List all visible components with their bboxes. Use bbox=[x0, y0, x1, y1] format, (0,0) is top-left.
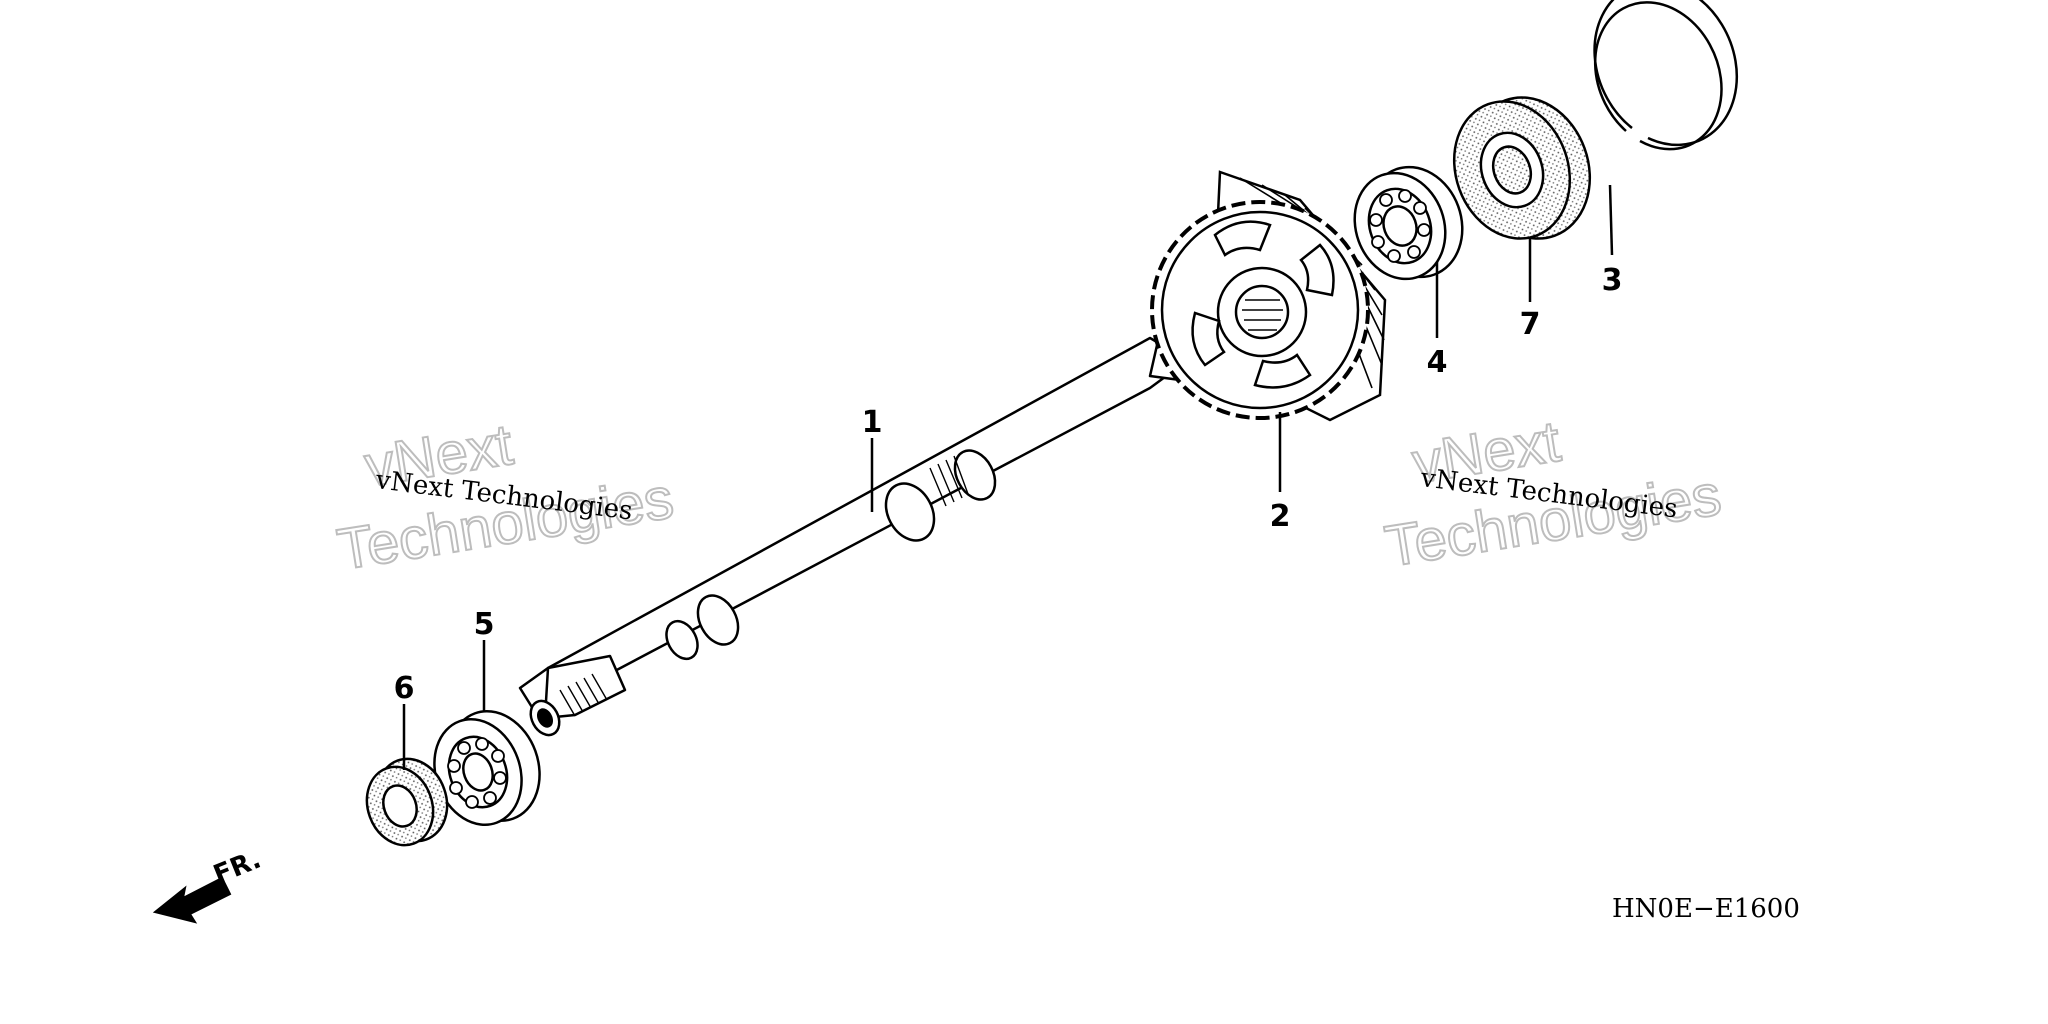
callout-number-2: 2 bbox=[1270, 499, 1291, 534]
oil-seal-part-6 bbox=[365, 757, 449, 847]
leader-part-3 bbox=[1608, 184, 1614, 256]
circlip-part-3 bbox=[1593, 0, 1739, 151]
bearing-part-5 bbox=[433, 710, 541, 826]
front-direction-arrow: FR. bbox=[152, 845, 265, 924]
arrow-left-icon bbox=[152, 876, 232, 924]
callout-number-7: 7 bbox=[1520, 307, 1541, 342]
callout-number-5: 5 bbox=[474, 607, 495, 642]
callout-number-4: 4 bbox=[1427, 345, 1448, 380]
front-label: FR. bbox=[209, 845, 265, 891]
diagram-code: HN0E−E1600 bbox=[1612, 894, 1800, 924]
callout-number-3: 3 bbox=[1602, 263, 1623, 298]
bearing-part-4 bbox=[1353, 165, 1464, 281]
callout-leaders bbox=[402, 184, 1614, 770]
callout-number-6: 6 bbox=[394, 671, 415, 706]
oil-seal-part-7 bbox=[1452, 96, 1592, 240]
callout-number-1: 1 bbox=[862, 405, 883, 440]
gear-part-2 bbox=[1150, 170, 1387, 422]
